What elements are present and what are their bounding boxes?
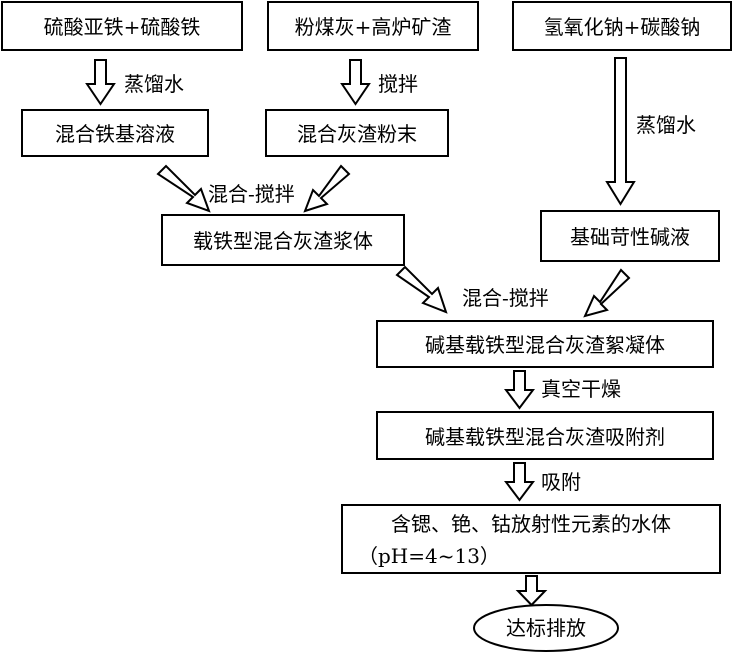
node-label: 基础苛性碱液 [570, 225, 690, 249]
edge-label-distilled-water-right: 蒸馏水 [636, 113, 696, 137]
node-ferrous-ferric-sulfate: 硫酸亚铁+硫酸铁 [2, 2, 242, 50]
node-basic-alkali: 基础苛性碱液 [541, 211, 719, 261]
node-water-body: 含锶、铯、钴放射性元素的水体 （pH=4~13） [342, 505, 720, 573]
node-alkali-floc: 碱基载铁型混合灰渣絮凝体 [377, 321, 713, 367]
node-label: 碱基载铁型混合灰渣絮凝体 [425, 333, 665, 357]
edge-label-mix-stir-2: 混合-搅拌 [462, 286, 549, 310]
node-label: 载铁型混合灰渣浆体 [193, 229, 373, 253]
node-label: 粉煤灰+高炉矿渣 [295, 15, 452, 39]
node-label: 混合铁基溶液 [55, 122, 175, 146]
edge-label-stir: 搅拌 [378, 72, 418, 96]
node-adsorbent: 碱基载铁型混合灰渣吸附剂 [377, 412, 713, 459]
node-label: 混合灰渣粉末 [297, 122, 417, 146]
arrow-down-icon [506, 463, 533, 500]
arrow-down-icon [87, 60, 114, 104]
node-iron-ash-slurry: 载铁型混合灰渣浆体 [162, 215, 404, 265]
node-discharge: 达标排放 [474, 605, 618, 651]
arrow-diagonal-icon [158, 166, 209, 211]
node-label: 硫酸亚铁+硫酸铁 [44, 15, 201, 39]
arrow-diagonal-icon [397, 267, 446, 312]
node-label: 碱基载铁型混合灰渣吸附剂 [425, 425, 665, 449]
node-naoh-na2co3: 氢氧化钠+碳酸钠 [513, 2, 731, 50]
edge-label-adsorb: 吸附 [541, 470, 581, 494]
arrow-diagonal-icon [585, 270, 629, 316]
arrow-down-icon [342, 60, 369, 104]
edge-label-vacuum-dry: 真空干燥 [541, 377, 621, 401]
node-mixed-iron-solution: 混合铁基溶液 [22, 110, 208, 156]
node-mixed-ash-powder: 混合灰渣粉末 [266, 110, 448, 156]
node-flyash-slag: 粉煤灰+高炉矿渣 [268, 2, 478, 50]
node-label: 达标排放 [506, 616, 586, 640]
node-label: 氢氧化钠+碳酸钠 [544, 15, 701, 39]
edge-label-distilled-water-left: 蒸馏水 [124, 72, 184, 96]
arrow-down-icon [607, 58, 634, 204]
node-label-line2: （pH=4~13） [358, 544, 500, 568]
arrow-down-icon [518, 576, 545, 605]
edge-label-mix-stir-1: 混合-搅拌 [208, 182, 295, 206]
node-label-line1: 含锶、铯、钴放射性元素的水体 [391, 512, 671, 536]
arrow-diagonal-icon [305, 166, 349, 211]
arrow-down-icon [506, 371, 533, 408]
